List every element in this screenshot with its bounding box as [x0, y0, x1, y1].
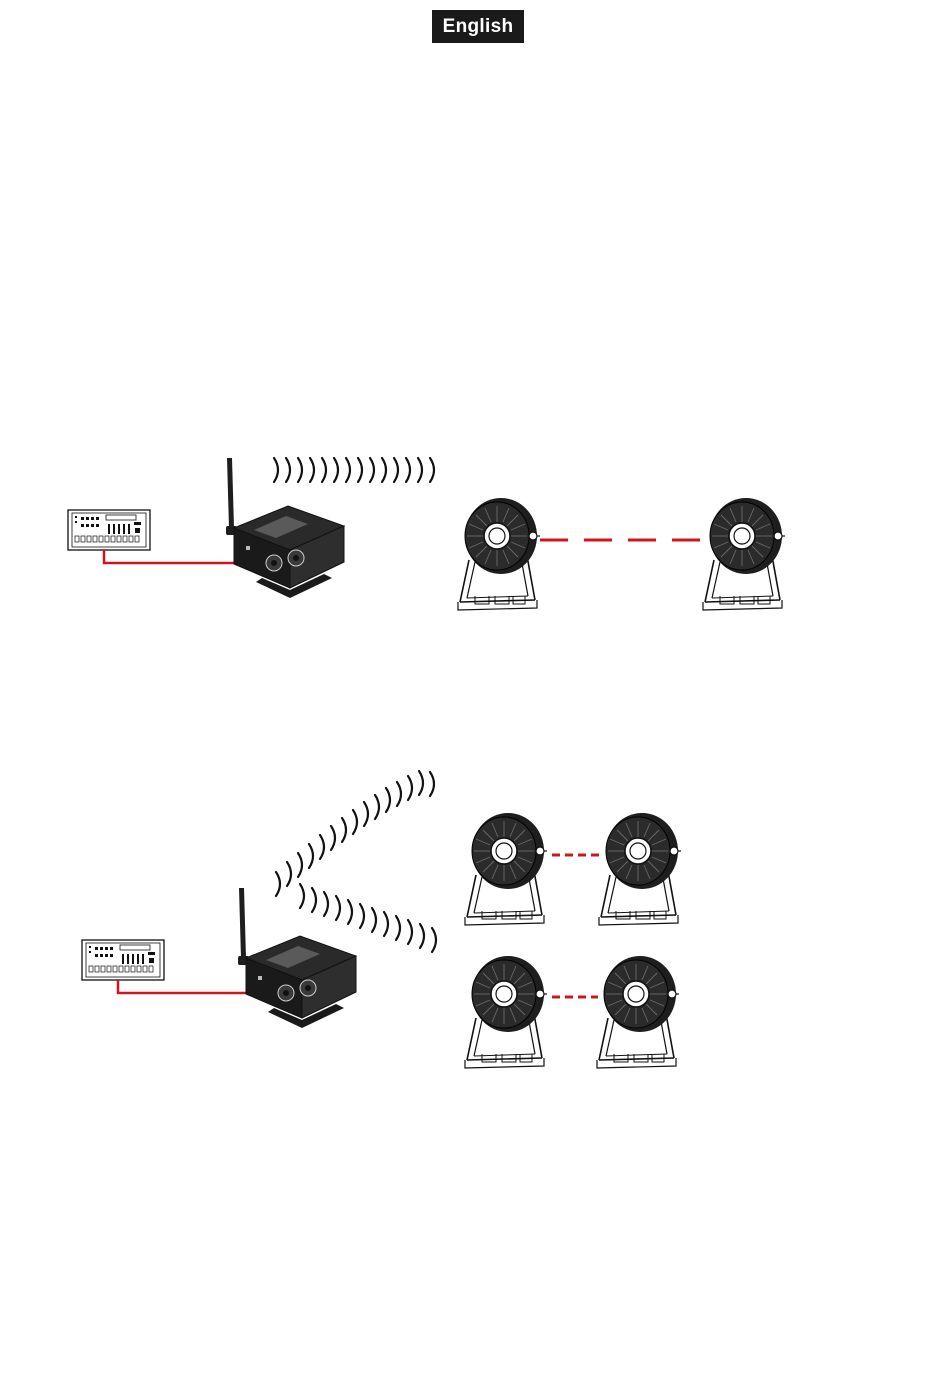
par-fixture-icon: [465, 956, 547, 1068]
radio-waves-icon: [300, 884, 436, 952]
dmx-cable-line: [104, 550, 256, 563]
radio-waves-icon: [274, 458, 434, 482]
par-fixture-icon: [458, 498, 540, 610]
par-fixture-icon: [703, 498, 785, 610]
wireless-transmitter-icon: [226, 458, 344, 598]
par-fixture-icon: [465, 813, 547, 925]
controller-console-icon: [68, 510, 150, 550]
par-fixture-icon: [597, 956, 679, 1068]
radio-waves-icon: [276, 771, 434, 896]
controller-console-icon: [82, 940, 164, 980]
par-fixture-icon: [599, 813, 681, 925]
diagram-single-receiver: [68, 458, 785, 610]
diagram-multi-receiver: [82, 771, 681, 1068]
wireless-transmitter-icon: [238, 888, 356, 1028]
